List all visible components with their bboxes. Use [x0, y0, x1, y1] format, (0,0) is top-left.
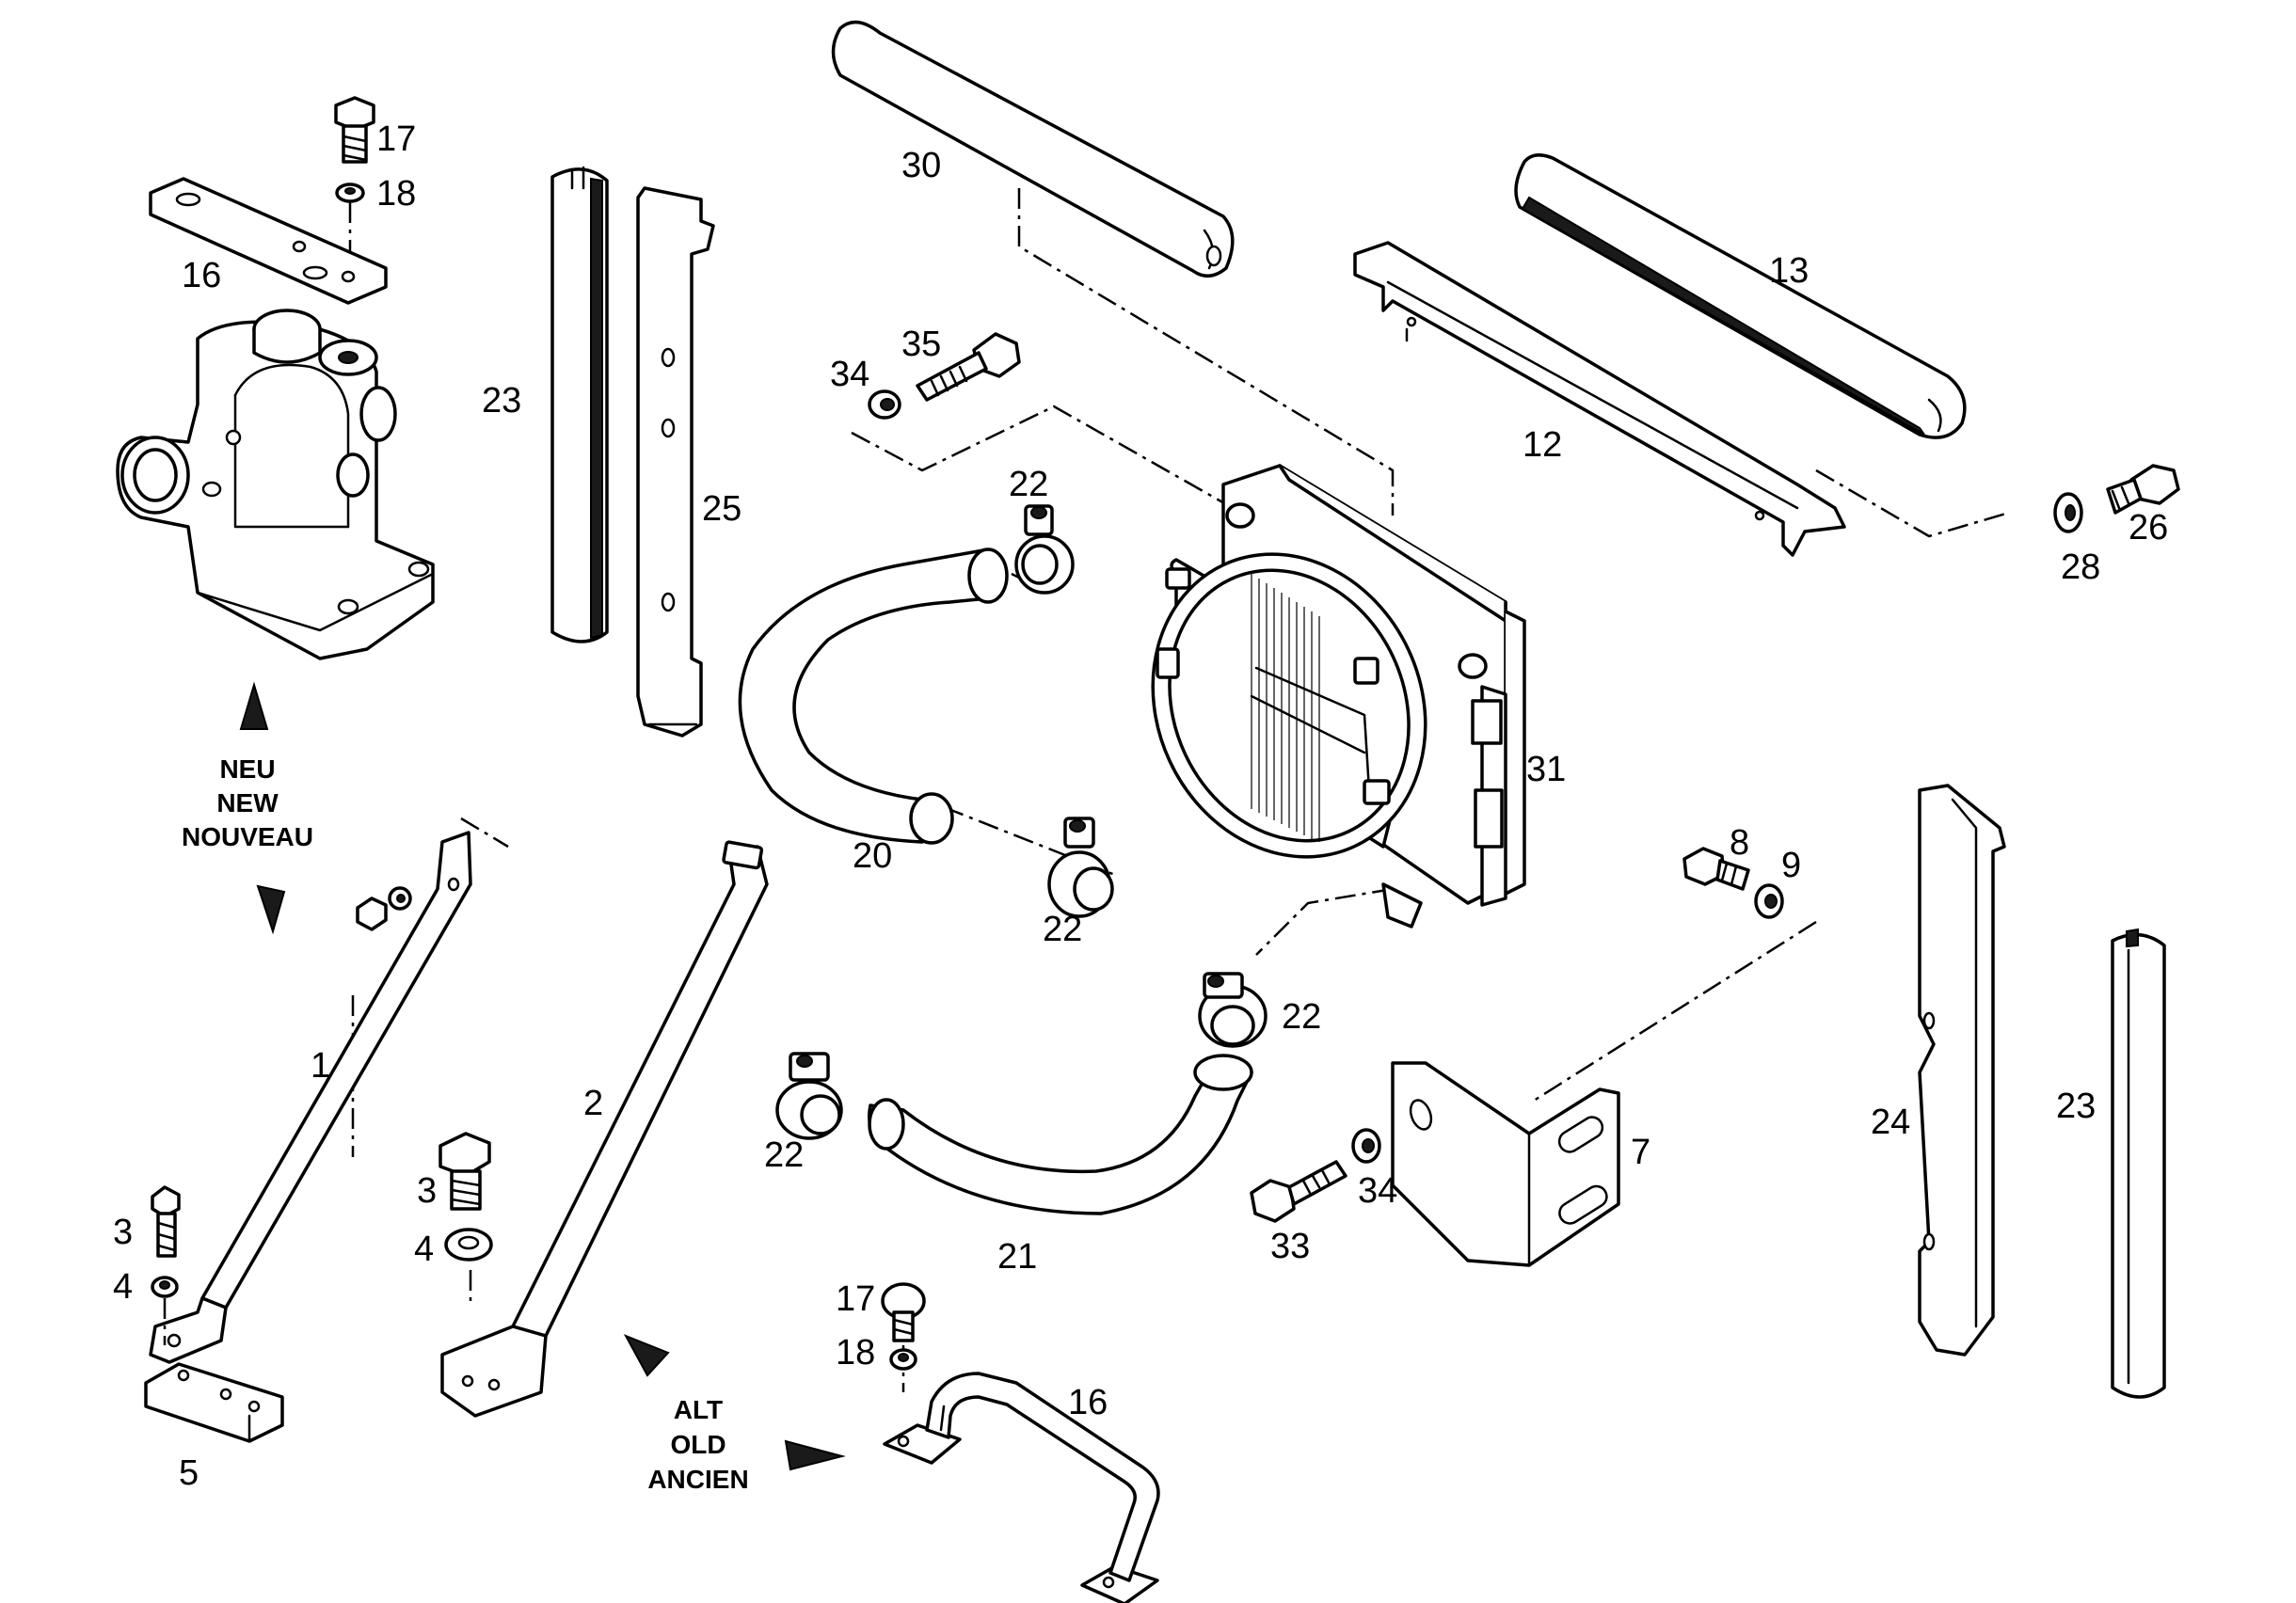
radiator-31 [1151, 464, 1526, 928]
lifting-handle-16 [883, 1372, 1160, 1603]
callout-24: 24 [1871, 1103, 1910, 1142]
callout-3-left: 3 [113, 1213, 133, 1252]
triangle-right-arrow-icon [784, 1439, 846, 1471]
callout-22-a: 22 [1009, 465, 1048, 504]
support-strut-2 [440, 840, 769, 1418]
coolant-hose-20 [738, 548, 1009, 845]
foot-plate-5 [144, 1362, 284, 1443]
callout-18-top: 18 [376, 174, 416, 214]
note-new-line-1: NEU [219, 754, 275, 784]
callout-13: 13 [1769, 251, 1809, 291]
callout-17-bottom: 17 [836, 1279, 875, 1319]
plate-16-top [149, 177, 388, 305]
callout-16-top: 16 [182, 256, 221, 295]
callout-28: 28 [2061, 548, 2100, 587]
callout-30: 30 [901, 146, 941, 185]
callout-9: 9 [1781, 846, 1801, 885]
callout-23-left: 23 [482, 381, 521, 421]
seal-strip-30 [831, 20, 1235, 278]
callout-2: 2 [583, 1084, 603, 1123]
callout-20: 20 [853, 836, 892, 876]
note-old-line-3: ANCIEN [647, 1465, 748, 1494]
callout-25: 25 [702, 489, 741, 529]
note-old-variant: ALT OLD ANCIEN [647, 1395, 748, 1494]
callout-labels: 17 18 16 23 25 30 34 35 22 13 12 26 28 2… [113, 119, 2168, 1493]
note-new-variant: NEU NEW NOUVEAU [182, 754, 313, 851]
shroud-rail-12 [1353, 241, 1846, 557]
note-new-line-3: NOUVEAU [182, 822, 313, 851]
callout-31: 31 [1526, 750, 1566, 789]
washer-4-left [151, 1276, 179, 1298]
callout-12: 12 [1523, 425, 1562, 465]
seal-strip-23-left [550, 166, 609, 643]
callout-34-bottom: 34 [1358, 1171, 1397, 1211]
washer-34-bottom [1351, 1128, 1381, 1164]
callout-17-top: 17 [376, 119, 416, 159]
seal-strip-13 [1514, 153, 1967, 439]
washer-34-top [868, 389, 901, 420]
hose-clamp-22-c [1198, 972, 1268, 1048]
bolt-17-bottom [881, 1282, 926, 1342]
seal-strip-23-right [2111, 928, 2166, 1399]
bolt-17-top [334, 96, 375, 164]
washer-4-middle [444, 1228, 493, 1262]
triangle-up-left-arrow-icon [623, 1334, 670, 1377]
callout-35: 35 [901, 325, 941, 364]
bolt-3-left [151, 1185, 181, 1258]
baffle-25 [636, 186, 715, 738]
washer-18-top [335, 183, 365, 203]
callout-4-middle: 4 [414, 1230, 434, 1269]
bolt-8 [1682, 847, 1750, 891]
bracket-7 [1391, 1061, 1620, 1267]
baffle-24 [1918, 784, 2006, 1357]
coolant-hose-21 [868, 1054, 1253, 1215]
bolt-33 [1250, 1160, 1347, 1223]
note-old-line-2: OLD [670, 1430, 725, 1459]
triangle-down-arrow-icon [256, 884, 286, 935]
nut-strut-1 [356, 886, 412, 931]
thermostat-housing [116, 309, 435, 660]
hose-clamp-22-b [1047, 817, 1114, 918]
callout-1: 1 [311, 1046, 330, 1086]
callout-34-top: 34 [830, 355, 869, 394]
callout-22-c: 22 [1282, 997, 1321, 1037]
radiator-core [1250, 574, 1371, 842]
callout-5: 5 [179, 1453, 199, 1493]
callout-3-middle: 3 [417, 1171, 437, 1211]
callout-26: 26 [2129, 508, 2168, 548]
bolt-35 [916, 332, 1021, 402]
washer-9 [1754, 883, 1784, 919]
callout-7: 7 [1631, 1133, 1650, 1172]
callout-22-b: 22 [1043, 910, 1082, 949]
callout-18-bottom: 18 [836, 1333, 875, 1373]
bolt-3-middle [438, 1132, 491, 1211]
bolt-26 [2106, 464, 2180, 515]
callout-4-left: 4 [113, 1267, 133, 1307]
hose-clamp-22-d [775, 1052, 843, 1140]
hose-clamp-22-a [1014, 504, 1075, 595]
callout-22-d: 22 [764, 1135, 804, 1175]
note-old-line-1: ALT [674, 1395, 723, 1424]
callout-23-right: 23 [2056, 1087, 2096, 1126]
washer-18-bottom [889, 1348, 917, 1371]
washer-28 [2053, 492, 2083, 533]
callout-21: 21 [997, 1237, 1037, 1277]
callout-8: 8 [1730, 823, 1749, 863]
callout-16-bottom: 16 [1068, 1383, 1108, 1422]
callout-33: 33 [1270, 1227, 1310, 1266]
note-new-line-2: NEW [216, 788, 279, 817]
support-strut-1 [149, 831, 472, 1364]
triangle-up-arrow-icon [239, 681, 269, 730]
